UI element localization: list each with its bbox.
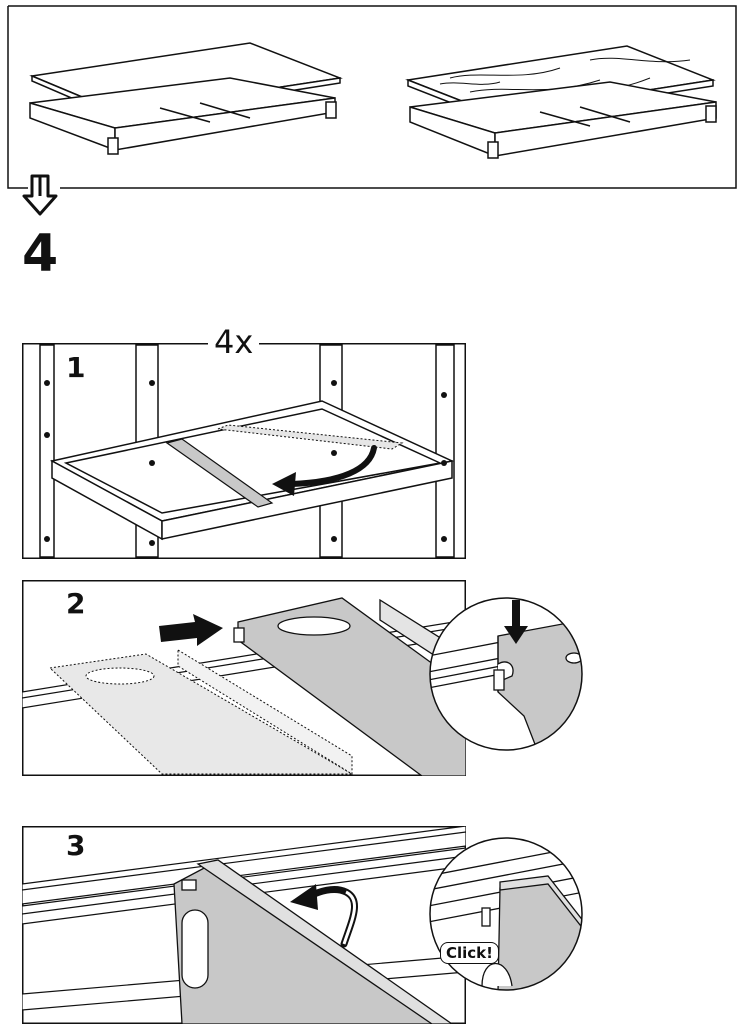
panel-2 [22, 580, 466, 776]
panel-1-label: 1 [66, 351, 86, 384]
glass-board-over-frame [405, 45, 717, 159]
support-bar [165, 438, 274, 508]
panel-3-label: 3 [66, 829, 86, 862]
panel-2-label: 2 [66, 587, 86, 620]
arrow-right-icon [157, 614, 225, 648]
dotted-support-bar [217, 424, 404, 450]
previous-step-frame [0, 0, 742, 200]
quantity-label: 4x [208, 326, 260, 358]
zoom-callout-icon [428, 836, 584, 992]
curved-arrow-icon [288, 872, 372, 952]
arrow-down-icon [504, 600, 528, 646]
panel-3 [22, 826, 466, 1024]
arrow-down-icon [20, 172, 60, 218]
panel-1 [22, 343, 466, 559]
click-callout-label: Click! [440, 942, 499, 964]
plain-board-over-frame [29, 42, 343, 155]
step-number: 4 [22, 224, 59, 284]
zoom-callout-icon [428, 596, 584, 752]
curved-arrow-icon [250, 440, 390, 500]
